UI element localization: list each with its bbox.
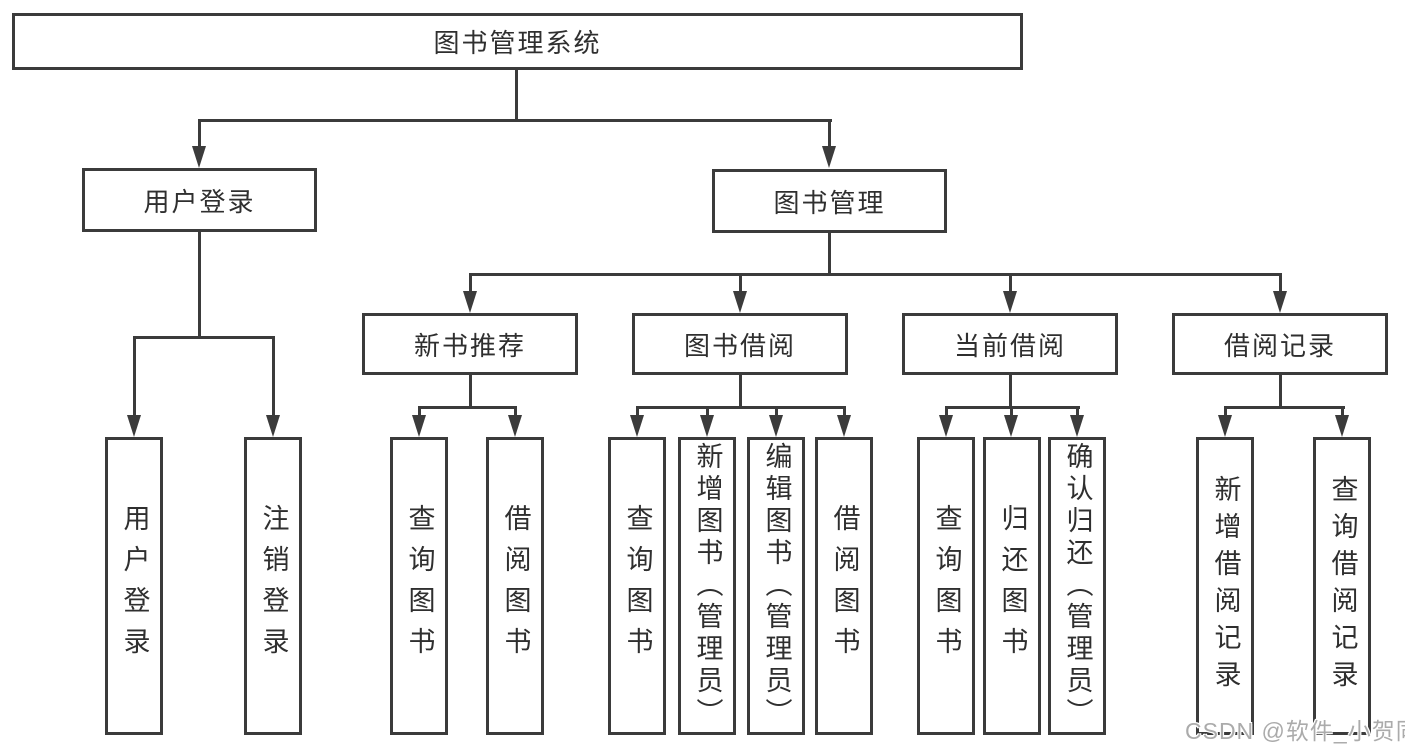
arrowhead-down-icon xyxy=(192,146,206,168)
leaf-current-query-book-label: 查询图书 xyxy=(931,504,962,668)
connector-line xyxy=(739,273,742,291)
arrowhead-down-icon xyxy=(939,415,953,437)
connector-line xyxy=(133,336,275,339)
connector-line xyxy=(469,273,1282,276)
leaf-records-add-record: 新增借阅记录 xyxy=(1196,437,1254,735)
leaf-logout-login: 注销登录 xyxy=(244,437,302,735)
connector-line xyxy=(1224,406,1345,409)
node-current-borrow-label: 当前借阅 xyxy=(953,330,1066,361)
arrowhead-down-icon xyxy=(837,415,851,437)
leaf-user-login-label: 用户登录 xyxy=(119,504,150,668)
connector-line xyxy=(945,406,948,415)
node-book-borrow: 图书借阅 xyxy=(632,313,848,375)
watermark: CSDN @软件_小贺同学 xyxy=(1185,718,1405,744)
node-user-login: 用户登录 xyxy=(82,168,317,232)
leaf-user-login: 用户登录 xyxy=(105,437,163,735)
connector-line xyxy=(514,406,517,415)
connector-line xyxy=(133,336,136,415)
connector-line xyxy=(843,406,846,415)
node-root-label: 图书管理系统 xyxy=(433,28,602,58)
connector-line xyxy=(1010,406,1013,415)
connector-line xyxy=(198,232,201,336)
leaf-current-return-book: 归还图书 xyxy=(983,437,1041,735)
connector-line xyxy=(828,119,831,146)
node-borrow-records-label: 借阅记录 xyxy=(1223,330,1336,361)
leaf-borrow-borrow-book: 借阅图书 xyxy=(815,437,873,735)
node-root-library-system: 图书管理系统 xyxy=(12,13,1023,70)
arrowhead-down-icon xyxy=(1335,415,1349,437)
leaf-borrow-edit-book-admin-label: 编辑图书（管理员） xyxy=(761,442,792,730)
node-new-book-recommend-label: 新书推荐 xyxy=(413,330,526,361)
arrowhead-down-icon xyxy=(733,291,747,313)
node-new-book-recommend: 新书推荐 xyxy=(362,313,578,375)
leaf-newbook-borrow-book-label: 借阅图书 xyxy=(500,504,531,668)
connector-line xyxy=(1224,406,1227,415)
leaf-current-confirm-return-admin: 确认归还（管理员） xyxy=(1048,437,1106,735)
leaf-borrow-add-book-admin: 新增图书（管理员） xyxy=(678,437,736,735)
leaf-borrow-borrow-book-label: 借阅图书 xyxy=(829,504,860,668)
leaf-borrow-edit-book-admin: 编辑图书（管理员） xyxy=(747,437,805,735)
arrowhead-down-icon xyxy=(463,291,477,313)
node-user-login-label: 用户登录 xyxy=(143,186,256,217)
leaf-borrow-add-book-admin-label: 新增图书（管理员） xyxy=(692,442,723,730)
node-borrow-records: 借阅记录 xyxy=(1172,313,1388,375)
connector-line xyxy=(198,119,201,146)
connector-line xyxy=(469,273,472,291)
node-current-borrow: 当前借阅 xyxy=(902,313,1118,375)
node-book-borrow-label: 图书借阅 xyxy=(683,330,796,361)
leaf-records-query-record-label: 查询借阅记录 xyxy=(1327,475,1358,697)
arrowhead-down-icon xyxy=(630,415,644,437)
arrowhead-down-icon xyxy=(700,415,714,437)
connector-line xyxy=(775,406,778,415)
arrowhead-down-icon xyxy=(1070,415,1084,437)
arrowhead-down-icon xyxy=(508,415,522,437)
leaf-current-query-book: 查询图书 xyxy=(917,437,975,735)
leaf-records-add-record-label: 新增借阅记录 xyxy=(1210,475,1241,697)
connector-line xyxy=(418,406,517,409)
connector-line xyxy=(706,406,709,415)
arrowhead-down-icon xyxy=(412,415,426,437)
leaf-newbook-query-book: 查询图书 xyxy=(390,437,448,735)
leaf-newbook-borrow-book: 借阅图书 xyxy=(486,437,544,735)
connector-line xyxy=(1279,375,1282,406)
node-book-management: 图书管理 xyxy=(712,169,947,233)
connector-line xyxy=(515,70,518,119)
connector-line xyxy=(1009,273,1012,291)
leaf-newbook-query-book-label: 查询图书 xyxy=(404,504,435,668)
arrowhead-down-icon xyxy=(1273,291,1287,313)
leaf-current-return-book-label: 归还图书 xyxy=(997,504,1028,668)
leaf-borrow-query-book-label: 查询图书 xyxy=(622,504,653,668)
arrowhead-down-icon xyxy=(1003,291,1017,313)
leaf-logout-login-label: 注销登录 xyxy=(258,504,289,668)
leaf-records-query-record: 查询借阅记录 xyxy=(1313,437,1371,735)
arrowhead-down-icon xyxy=(1218,415,1232,437)
connector-line xyxy=(739,375,742,406)
connector-line xyxy=(636,406,639,415)
connector-line xyxy=(1341,406,1344,415)
node-book-management-label: 图书管理 xyxy=(773,187,886,218)
leaf-current-confirm-return-admin-label: 确认归还（管理员） xyxy=(1062,442,1093,730)
connector-line xyxy=(198,119,832,122)
arrowhead-down-icon xyxy=(822,146,836,168)
connector-line xyxy=(1279,273,1282,291)
connector-line xyxy=(1076,406,1079,415)
connector-line xyxy=(636,406,846,409)
connector-line xyxy=(828,233,831,273)
arrowhead-down-icon xyxy=(769,415,783,437)
arrowhead-down-icon xyxy=(127,415,141,437)
arrowhead-down-icon xyxy=(1004,415,1018,437)
leaf-borrow-query-book: 查询图书 xyxy=(608,437,666,735)
connector-line xyxy=(272,336,275,415)
connector-line xyxy=(1009,375,1012,406)
connector-line xyxy=(418,406,421,415)
connector-line xyxy=(469,375,472,406)
arrowhead-down-icon xyxy=(266,415,280,437)
